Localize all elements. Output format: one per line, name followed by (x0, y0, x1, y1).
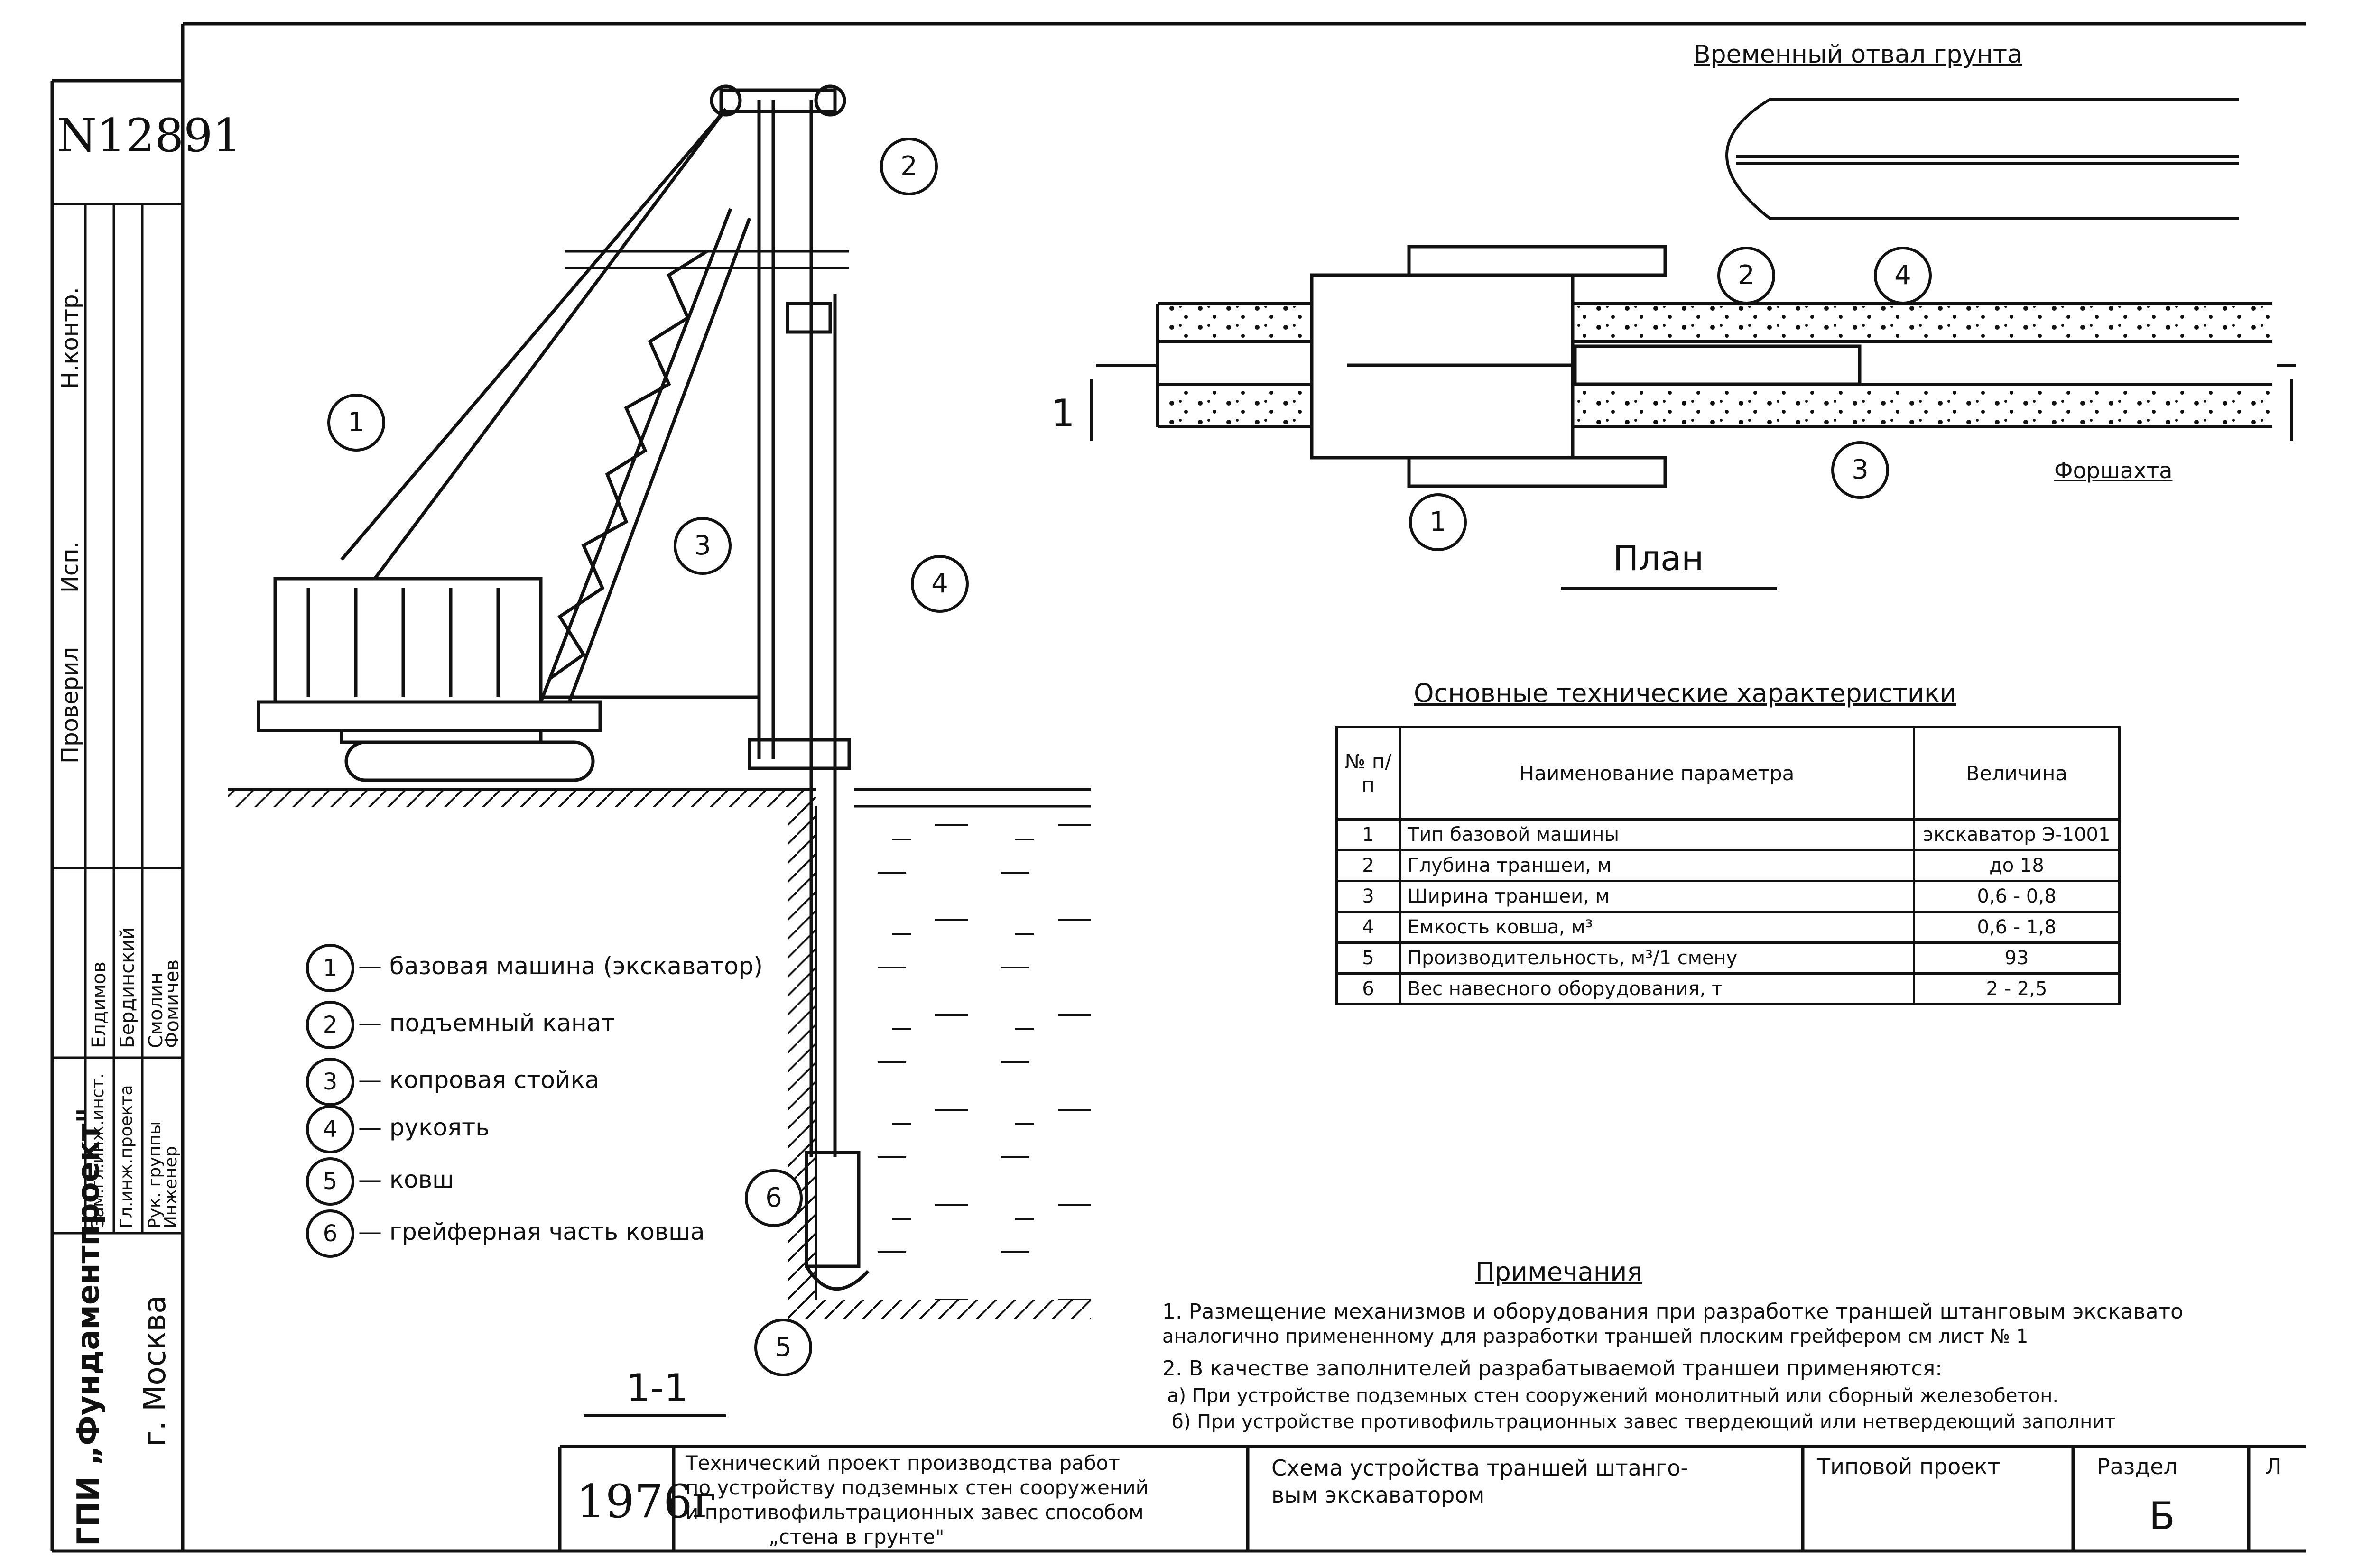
legend-text: — грейферная часть ковша (358, 1218, 705, 1245)
plan-title: План (1613, 538, 1704, 578)
sheet-frame (50, 22, 2306, 1553)
stamp-role-2: Гл.инж.проекта (117, 1085, 136, 1228)
section-callout-2: 2 (880, 138, 938, 195)
table-cell: экскаватор Э-1001 (1913, 818, 2121, 851)
specs-header-cell: Величина (1913, 726, 2121, 821)
bucket (805, 1151, 870, 1291)
table-row: 5 Производительность, м³/1 смену 93 (1335, 941, 2121, 975)
specs-header-cell: № п/п (1335, 726, 1401, 821)
table-cell: Тип базовой машины (1399, 818, 1915, 851)
title-year: 1976г (576, 1475, 716, 1528)
specs-title: Основные технические характеристики (1414, 678, 1956, 708)
table-cell: до 18 (1913, 849, 2121, 882)
legend-text: — подъемный канат (358, 1009, 615, 1037)
notes-title: Примечания (1475, 1257, 1642, 1287)
section-callout-6: 6 (745, 1169, 803, 1227)
note-line: 2. В качестве заполнителей разрабатываем… (1162, 1356, 1943, 1381)
table-row: 1 Тип базовой машины экскаватор Э-1001 (1335, 818, 2121, 851)
specs-header-cell: Наименование параметра (1399, 726, 1915, 821)
excavator (257, 108, 759, 782)
legend-num: 2 (306, 1001, 354, 1049)
table-cell: 0,6 - 0,8 (1913, 880, 2121, 913)
table-cell: 2 - 2,5 (1913, 972, 2121, 1005)
specs-table: № п/п Наименование параметра Величина 1 … (1335, 726, 2121, 1005)
plan-dump-label: Временный отвал грунта (1694, 40, 2022, 69)
plan-callout-1: 1 (1409, 493, 1467, 551)
trench-bottom-hatch (788, 1300, 1091, 1319)
stamp-name-2: Бердинский (117, 927, 139, 1048)
stamp-top-label-2: Исп. (57, 541, 83, 593)
legend-text: — ковш (358, 1166, 454, 1193)
project-desc-line: и противофильтрационных завес способом (686, 1501, 1144, 1524)
section-callout-4: 4 (911, 555, 969, 613)
stamp-top-label-3: Проверил (57, 646, 83, 764)
note-line: б) При устройстве противофильтрационных … (1172, 1411, 2116, 1433)
ground-hatch-top (228, 790, 816, 807)
kopr-mast (710, 84, 851, 1157)
sheet-title-line: вым экскаватором (1271, 1482, 1485, 1508)
legend-num: 4 (306, 1105, 354, 1153)
table-row: 6 Вес навесного оборудования, т 2 - 2,5 (1335, 972, 2121, 1005)
section-value: Б (2149, 1494, 2175, 1538)
table-cell: 3 (1335, 880, 1401, 913)
section-callout-1: 1 (327, 394, 385, 452)
section-callout-3: 3 (674, 517, 732, 575)
type-project-label: Типовой проект (1817, 1454, 2001, 1479)
table-cell: 0,6 - 1,8 (1913, 911, 2121, 944)
section-mark-left: 1 (1051, 391, 1075, 435)
stamp-city: г. Москва (138, 1295, 173, 1447)
table-cell: 93 (1913, 941, 2121, 975)
table-cell: Ширина траншеи, м (1399, 880, 1915, 913)
stamp-org: ГПИ „Фундаментпроект" (71, 1107, 106, 1546)
table-cell: Емкость ковша, м³ (1399, 911, 1915, 944)
spoil-dump (1725, 98, 2239, 220)
legend-num: 3 (306, 1058, 354, 1106)
note-line: а) При устройстве подземных стен сооруже… (1167, 1385, 2059, 1407)
stamp-name-4: Фомичев (161, 959, 183, 1048)
sheet-title-line: Схема устройства траншей штанго- (1271, 1455, 1688, 1481)
plan-forshakhta-label: Форшахта (2054, 458, 2173, 483)
table-cell: Глубина траншеи, м (1399, 849, 1915, 882)
trench-slurry (854, 806, 1091, 1300)
plan-callout-2: 2 (1717, 247, 1775, 304)
table-row: 4 Емкость ковша, м³ 0,6 - 1,8 (1335, 911, 2121, 944)
side-block-grid (52, 203, 183, 1235)
project-desc-line: Технический проект производства работ (686, 1451, 1120, 1475)
legend-num: 6 (306, 1209, 354, 1258)
plan-excavator (1310, 245, 1862, 488)
title-block-grid (558, 1445, 2306, 1551)
table-cell: 4 (1335, 911, 1401, 944)
legend-text: — рукоять (358, 1114, 490, 1141)
section-arrows (1090, 364, 2296, 441)
table-cell: 1 (1335, 818, 1401, 851)
table-cell: 6 (1335, 972, 1401, 1005)
stamp-role-4: Инженер (161, 1146, 181, 1228)
table-cell: Вес навесного оборудования, т (1399, 972, 1915, 1005)
table-row: 2 Глубина траншеи, м до 18 (1335, 849, 2121, 882)
plan-callout-4: 4 (1874, 247, 1932, 304)
plan-callout-3: 3 (1831, 441, 1889, 499)
legend-num: 5 (306, 1157, 354, 1206)
project-desc-line: „стена в грунте" (769, 1525, 945, 1549)
project-desc-line: по устройству подземных стен сооружений (686, 1476, 1149, 1499)
legend-text: — копровая стойка (358, 1066, 600, 1094)
stamp-name-1: Елдимов (88, 961, 110, 1048)
specs-header-row: № п/п Наименование параметра Величина (1335, 726, 2121, 821)
legend-text: — базовая машина (экскаватор) (358, 952, 763, 980)
legend-num: 1 (306, 944, 354, 992)
note-line: 1. Размещение механизмов и оборудования … (1162, 1300, 2184, 1324)
sheet-label: Л (2265, 1454, 2282, 1479)
section-callout-5: 5 (754, 1319, 812, 1376)
section-title: 1-1 (626, 1366, 688, 1410)
stamp-number: N12891 (57, 109, 242, 162)
stamp-top-label-1: Н.контр. (57, 287, 83, 389)
section-label: Раздел (2097, 1454, 2177, 1479)
table-cell: Производительность, м³/1 смену (1399, 941, 1915, 975)
note-line: аналогично примененному для разработки т… (1162, 1326, 2029, 1347)
table-cell: 2 (1335, 849, 1401, 882)
table-row: 3 Ширина траншеи, м 0,6 - 0,8 (1335, 880, 2121, 913)
table-cell: 5 (1335, 941, 1401, 975)
